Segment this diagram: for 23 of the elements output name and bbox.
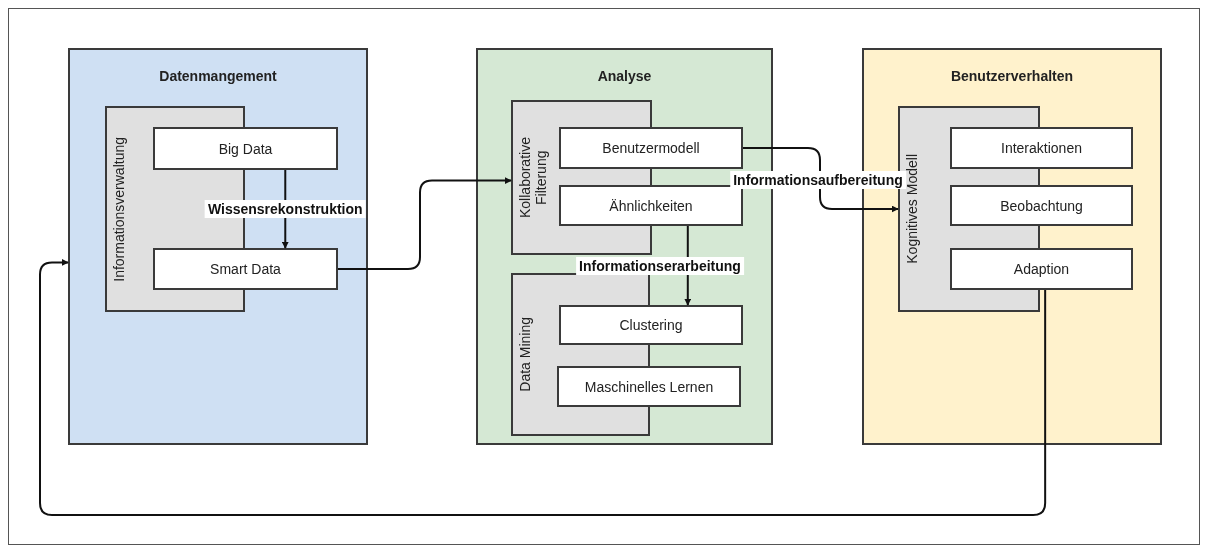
category-label: Kollaborative Filterung [517, 136, 549, 220]
group-panel [68, 48, 368, 445]
process-box: Benutzermodell [559, 127, 743, 169]
process-box: Beobachtung [950, 185, 1133, 226]
process-box: Adaption [950, 248, 1133, 290]
process-box: Clustering [559, 305, 743, 345]
process-box: Ähnlichkeiten [559, 185, 743, 226]
edge-label: Informationsaufbereitung [730, 171, 906, 189]
process-box: Interaktionen [950, 127, 1133, 169]
arrow [337, 177, 512, 270]
panel-title: Benutzerverhalten [949, 68, 1075, 84]
process-box: Smart Data [153, 248, 338, 290]
panel-title: Datenmangement [158, 68, 278, 84]
category-label: Informationsverwaltung [111, 136, 127, 282]
process-box: Big Data [153, 127, 338, 170]
category-label: Data Mining [517, 317, 533, 392]
arrow [742, 147, 899, 213]
edge-label: Wissensrekonstruktion [204, 200, 366, 218]
category-label: Kognitives Modell [904, 154, 920, 264]
edge-label: Informationserarbeitung [576, 257, 744, 275]
process-box: Maschinelles Lernen [557, 366, 741, 407]
arrow [39, 258, 1047, 516]
panel-title: Analyse [596, 68, 653, 84]
